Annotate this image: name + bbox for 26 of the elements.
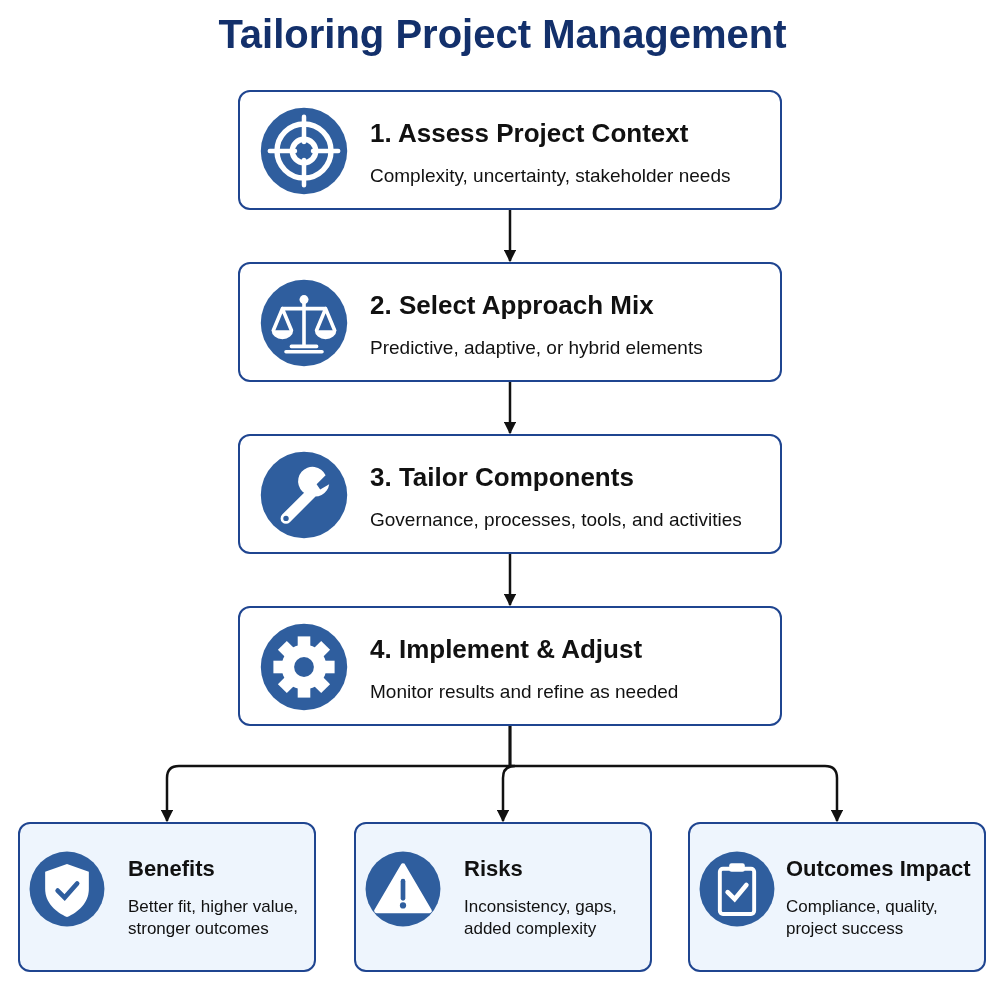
arrow bbox=[503, 382, 517, 435]
arrow bbox=[503, 554, 517, 607]
step-description: Predictive, adaptive, or hybrid elements bbox=[370, 336, 704, 360]
step-description: Governance, processes, tools, and activities bbox=[370, 508, 743, 532]
arrow bbox=[508, 726, 844, 823]
step-description: Inconsistency, gaps, added complexity bbox=[464, 896, 618, 941]
outcome-box bbox=[354, 822, 652, 972]
step-title: Benefits bbox=[128, 856, 215, 882]
title: Tailoring Project Management bbox=[217, 12, 788, 57]
step-title: 4. Implement & Adjust bbox=[370, 634, 643, 665]
arrow bbox=[503, 210, 517, 263]
step-title: 3. Tailor Components bbox=[370, 462, 634, 493]
outcome-box bbox=[688, 822, 986, 972]
step-box bbox=[238, 90, 782, 210]
step-box bbox=[238, 262, 782, 382]
step-description: Better fit, higher value, stronger outcomes bbox=[128, 896, 300, 941]
step-title: 1. Assess Project Context bbox=[370, 118, 689, 149]
step-description: Compliance, quality, project success bbox=[786, 896, 939, 941]
step-title: Outcomes Impact bbox=[786, 856, 971, 882]
step-description: Complexity, uncertainty, stakeholder needs bbox=[370, 164, 732, 188]
step-title: 2. Select Approach Mix bbox=[370, 290, 654, 321]
step-box bbox=[238, 434, 782, 554]
outcome-box bbox=[18, 822, 316, 972]
step-description: Monitor results and refine as needed bbox=[370, 680, 680, 704]
step-box bbox=[238, 606, 782, 726]
step-title: Risks bbox=[464, 856, 523, 882]
